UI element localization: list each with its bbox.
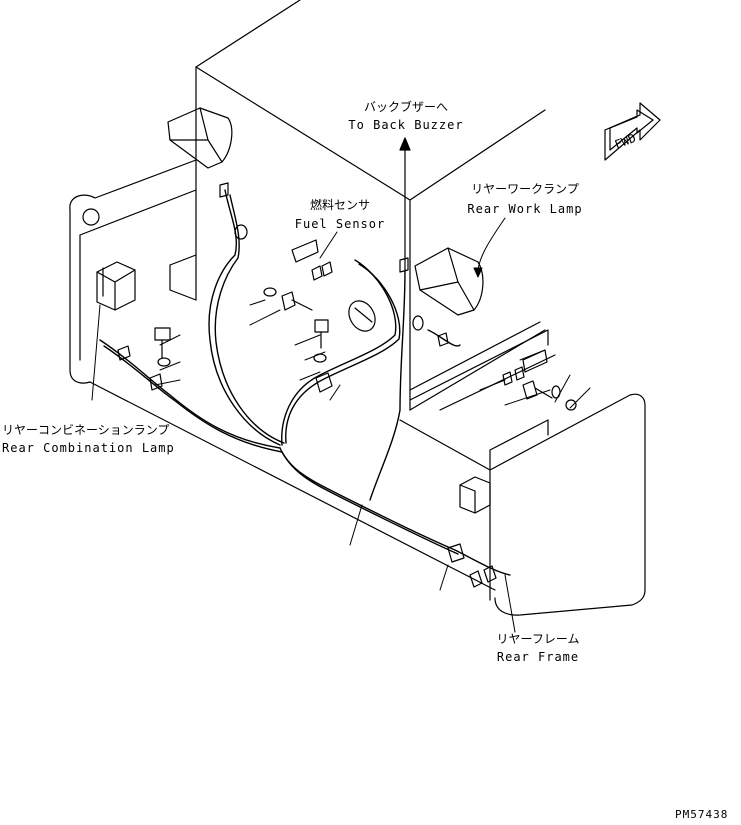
- fasteners: [117, 182, 577, 588]
- drawing-code: PM57438: [675, 808, 729, 821]
- rear-frame-label-jp: リヤーフレーム: [496, 632, 580, 646]
- fwd-label: FWD: [613, 131, 638, 152]
- small-side-lamp: [459, 476, 491, 514]
- fwd-arrow-icon: FWD: [604, 102, 661, 161]
- rear-combination-lamp-label-jp: リヤーコンビネーションランプ: [2, 423, 170, 437]
- rear-frame-left-plate: [69, 159, 496, 591]
- fuel-sensor-label-en: Fuel Sensor: [294, 217, 386, 231]
- back-buzzer-label-en: To Back Buzzer: [348, 118, 464, 132]
- wire-harness: [99, 189, 511, 576]
- fuel-sensor-label-jp: 燃料センサ: [309, 198, 371, 212]
- back-buzzer-lead: [399, 137, 411, 271]
- rear-work-lamp-label-jp: リヤーワークランプ: [471, 182, 579, 196]
- rear-frame-label-en: Rear Frame: [496, 650, 580, 664]
- rear-combination-lamp-label-en: Rear Combination Lamp: [2, 441, 175, 455]
- leader-lines: [91, 217, 591, 633]
- rear-work-lamp-left: [167, 107, 233, 169]
- back-buzzer-label-jp: バックブザーへ: [363, 100, 449, 114]
- rear-work-lamp-right: [414, 247, 484, 316]
- rear-combination-lamp: [96, 261, 136, 311]
- tank-body: [195, 0, 546, 411]
- rear-frame-right-block: [399, 321, 646, 616]
- rear-work-lamp-label-en: Rear Work Lamp: [467, 202, 583, 216]
- fuel-sensor: [348, 300, 376, 332]
